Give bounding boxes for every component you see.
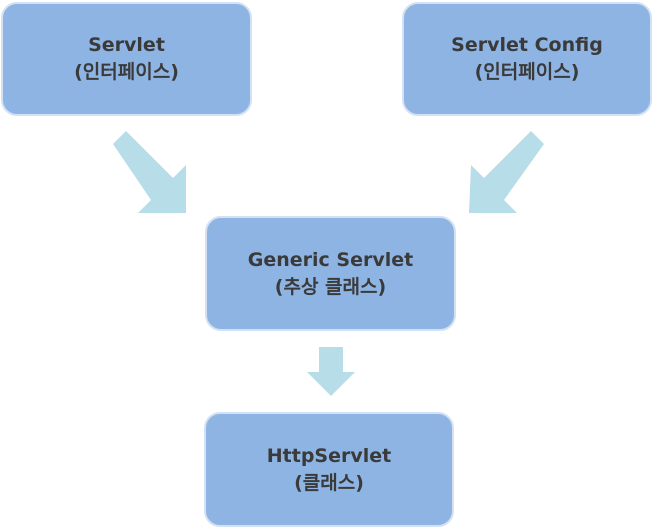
node-generic-servlet-title: Generic Servlet <box>247 248 414 271</box>
arrow-generic-to-http <box>307 347 355 396</box>
node-generic-servlet-subtitle: (추상 클래스) <box>274 275 387 298</box>
node-servlet-title: Servlet <box>88 34 165 56</box>
node-servlet-config: Servlet Config (인터페이스) <box>402 2 652 116</box>
node-http-servlet-title: HttpServlet <box>266 444 392 467</box>
node-servlet: Servlet (인터페이스) <box>1 2 252 116</box>
node-servlet-subtitle: (인터페이스) <box>74 61 179 83</box>
node-http-servlet-subtitle: (클래스) <box>294 471 364 494</box>
arrow-servlet-to-generic <box>113 131 186 213</box>
arrow-config-to-generic <box>469 131 544 213</box>
node-servlet-config-subtitle: (인터페이스) <box>474 61 580 83</box>
node-http-servlet: HttpServlet (클래스) <box>204 412 454 527</box>
node-generic-servlet: Generic Servlet (추상 클래스) <box>205 216 456 331</box>
node-servlet-config-title: Servlet Config <box>451 34 603 56</box>
